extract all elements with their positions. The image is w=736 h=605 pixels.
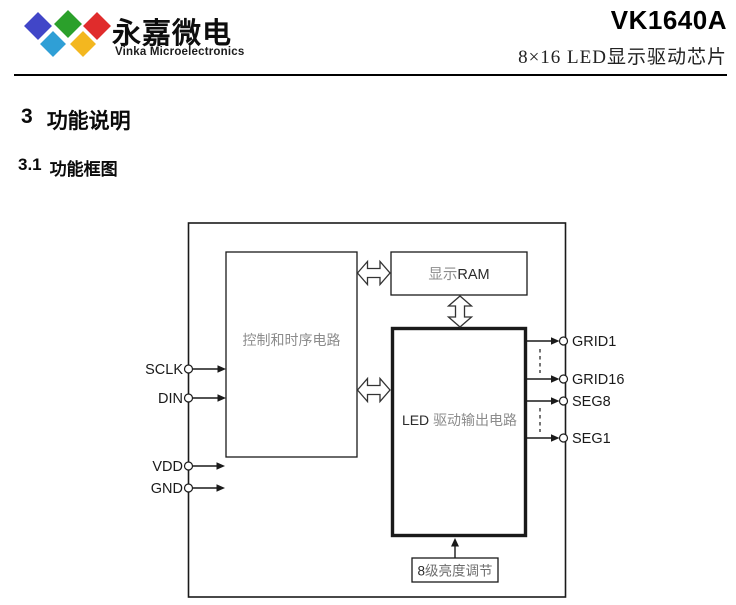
pin-arrowhead-seg1-icon (551, 434, 560, 442)
led-driver-label: LED 驱动输出电路 (402, 412, 517, 428)
pin-label-grid16: GRID16 (572, 372, 624, 388)
section-number: 3 (21, 105, 33, 128)
pin-arrowhead-grid1-icon (551, 337, 560, 345)
pin-circle-grid16 (558, 374, 569, 384)
double-arrow-control-led-icon (356, 376, 391, 404)
pin-circle-grid1 (558, 336, 569, 346)
brightness-label-cn: 级亮度调节 (425, 563, 493, 579)
led-driver-box (390, 326, 528, 538)
pin-label-sclk: SCLK (145, 362, 183, 378)
pin-circle-seg8 (558, 396, 569, 406)
pin-circle-sclk (183, 364, 194, 374)
brand-name-cn: 永嘉微电 (112, 18, 233, 50)
pin-arrowhead-seg8-icon (551, 397, 560, 405)
vinka-logo-icon (21, 8, 114, 60)
pin-label-seg1: SEG1 (572, 431, 611, 447)
logo-diamond-green (51, 8, 85, 41)
pin-label-seg8: SEG8 (572, 394, 611, 410)
pin-label-din: DIN (158, 391, 183, 407)
brightness-label-num: 8 (417, 564, 425, 579)
subsection-title: 功能框图 (49, 160, 118, 179)
pin-label-vdd: VDD (152, 459, 183, 475)
logo-diamond-yellow (67, 28, 99, 60)
logo-diamond-red (80, 9, 114, 43)
display-ram-label-en: RAM (457, 267, 489, 283)
led-driver-label-cn: 驱动输出电路 (433, 412, 517, 428)
part-number-title: VK1640A (610, 5, 727, 35)
pin-circle-din (183, 393, 194, 403)
double-arrow-ram-led-icon (446, 295, 474, 328)
chip-outline-box (187, 222, 567, 598)
pin-arrowhead-din-icon (217, 394, 226, 402)
subsection-number: 3.1 (18, 155, 42, 174)
pin-arrowhead-gnd-icon (216, 484, 225, 492)
control-timing-label: 控制和时序电路 (243, 332, 341, 348)
pin-circle-seg1 (558, 433, 569, 443)
brand-name-en: Vinka Microelectronics (115, 46, 245, 58)
pin-arrowhead-vdd-icon (216, 462, 225, 470)
pin-circle-gnd (183, 483, 194, 493)
header-divider (14, 74, 727, 76)
pin-circle-vdd (183, 461, 194, 471)
chip-subtitle: 8×16 LED显示驱动芯片 (518, 47, 727, 68)
section-heading: 3 功能说明 (21, 105, 131, 135)
display-ram-label-cn: 显示 (428, 267, 457, 283)
logo-diamond-blue (21, 9, 55, 43)
section-title: 功能说明 (46, 110, 131, 133)
display-ram-box (390, 251, 528, 296)
brightness-label: 8级亮度调节 (417, 563, 492, 579)
subsection-heading: 3.1 功能框图 (18, 155, 118, 180)
pin-arrowhead-grid16-icon (551, 375, 560, 383)
brightness-arrowhead-icon (451, 538, 459, 547)
led-driver-label-en: LED (402, 412, 433, 428)
logo-diamond-cyan (37, 28, 69, 60)
double-arrow-control-ram-icon (356, 259, 391, 287)
control-timing-box (225, 251, 358, 458)
display-ram-label: 显示RAM (428, 267, 489, 283)
pin-label-grid1: GRID1 (572, 334, 616, 350)
pin-label-gnd: GND (151, 481, 183, 497)
pin-arrowhead-sclk-icon (217, 365, 226, 373)
